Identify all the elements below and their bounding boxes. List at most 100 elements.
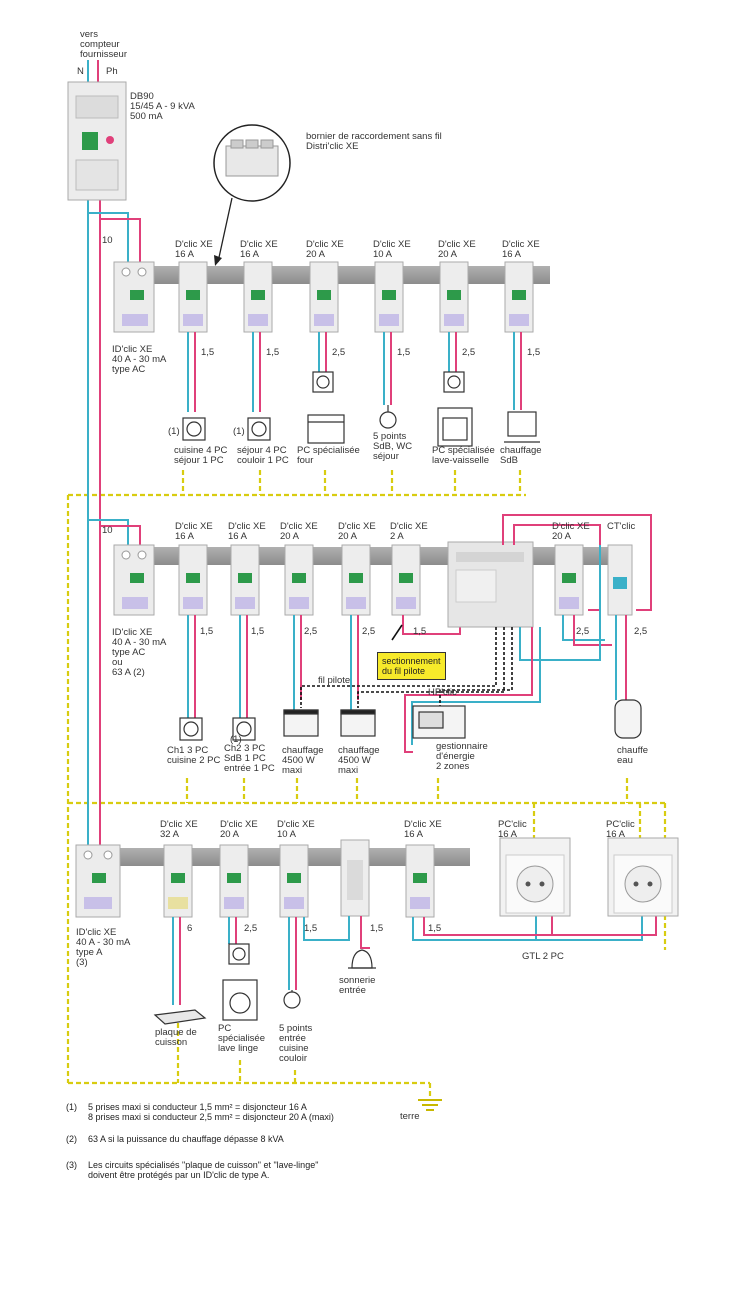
- row3-loads: [153, 943, 376, 1025]
- row1-wire-size: 2,5: [332, 347, 346, 358]
- energy-manager-label: gestionnaire d'énergie 2 zones: [436, 741, 488, 772]
- row1-wire-size: 1,5: [397, 347, 411, 358]
- row1-breaker: [374, 261, 404, 405]
- row2-load-label: chauffage 4500 W maxi: [338, 745, 380, 776]
- row1-note-ref: (1): [233, 426, 245, 437]
- row1-breaker-label: D'clic XE 16 A: [240, 239, 278, 260]
- washing-machine-icon: [222, 979, 258, 1021]
- hob-icon: [153, 1009, 207, 1025]
- row1-load-label: séjour 4 PC couloir 1 PC: [237, 445, 289, 466]
- socket-icon: [443, 371, 465, 393]
- row1-breaker: [243, 261, 273, 412]
- row2-load-label: Ch1 3 PC cuisine 2 PC: [167, 745, 221, 766]
- earth-label: terre: [400, 1111, 420, 1122]
- row3-wire-size: 1,5: [304, 923, 318, 934]
- row2-wire-size: 1,5: [413, 626, 427, 637]
- row3-breaker: [163, 844, 193, 1005]
- row3-breaker-label: D'clic XE 10 A: [277, 819, 315, 840]
- main-breaker-label: DB90 15/45 A - 9 kVA 500 mA: [130, 91, 195, 122]
- radiator-icon: [283, 709, 319, 737]
- socket-icon: [179, 717, 203, 741]
- energy-manager-icon: [412, 705, 466, 739]
- row2-breaker-label: D'clic XE 20 A: [552, 521, 590, 542]
- socket-icon: [312, 371, 334, 393]
- row1-breaker-label: D'clic XE 10 A: [373, 239, 411, 260]
- row3-breaker-label: D'clic XE 32 A: [160, 819, 198, 840]
- pilot-wire-callout: sectionnement du fil pilote: [377, 652, 446, 680]
- row1-wire-size: 1,5: [527, 347, 541, 358]
- water-heater-icon: [614, 699, 642, 739]
- energy-module: [447, 541, 534, 628]
- row2-breaker: [178, 544, 208, 718]
- row1-load-label: cuisine 4 PC séjour 1 PC: [174, 445, 228, 466]
- row2-breaker: [391, 544, 461, 635]
- row1-breaker-label: D'clic XE 16 A: [175, 239, 213, 260]
- footnote-number: (3): [66, 1160, 77, 1170]
- row2-breaker: [341, 544, 371, 710]
- row1-load-label: 5 points SdB, WC séjour: [373, 431, 413, 462]
- row1-differential: [113, 261, 155, 333]
- feed-size-label: 10: [102, 525, 113, 536]
- row2-breaker: [284, 544, 314, 710]
- row1-wire-size: 1,5: [201, 347, 215, 358]
- row2-load-label: Ch2 3 PC SdB 1 PC entrée 1 PC: [224, 743, 275, 774]
- row2-control-wires: [404, 514, 652, 753]
- row1-breaker: [439, 261, 469, 372]
- row2-wire-size: 1,5: [200, 626, 214, 637]
- energy-manager-title: HP'clic: [428, 687, 457, 698]
- socket-group-label: GTL 2 PC: [522, 951, 564, 962]
- supply-wires: [87, 60, 141, 845]
- lamp-icon: [283, 990, 301, 1009]
- pcclic-socket: [607, 837, 679, 917]
- row3-wire-size: 6: [187, 923, 193, 934]
- row3-breakers: [163, 839, 657, 1005]
- row2-breaker: [554, 544, 584, 616]
- lamp-icon: [379, 405, 397, 429]
- row3-breaker-label: D'clic XE 20 A: [220, 819, 258, 840]
- earth-symbol: [418, 1099, 442, 1111]
- socket-icon: [232, 717, 256, 741]
- row2-wire-size: 2,5: [304, 626, 318, 637]
- row3-load-label: plaque de cuisson: [155, 1027, 197, 1048]
- row2-breaker-label: D'clic XE 16 A: [175, 521, 213, 542]
- row1-breaker-label: D'clic XE 16 A: [502, 239, 540, 260]
- row3-bell-transformer: [303, 839, 370, 949]
- row2-note-ref: (1): [230, 734, 242, 745]
- row2-breaker-label: D'clic XE 2 A: [390, 521, 428, 542]
- heater-icon: [504, 411, 540, 443]
- row3-breaker: [405, 844, 657, 941]
- row1-breaker: [504, 261, 534, 410]
- supply-label: vers compteur fournisseur: [80, 29, 127, 60]
- row3-wire-size: 2,5: [244, 923, 258, 934]
- oven-icon: [307, 414, 345, 444]
- phase-label: Ph: [106, 66, 118, 77]
- footnote-text: Les circuits spécialisés "plaque de cuis…: [88, 1160, 319, 1180]
- bell-icon: [348, 949, 376, 969]
- row1-breaker: [178, 261, 208, 412]
- row3-wire-size: 1,5: [370, 923, 384, 934]
- row1-breaker-label: D'clic XE 20 A: [438, 239, 476, 260]
- row2-breakers: [178, 541, 633, 718]
- row2-contactor: [607, 544, 633, 616]
- row2-wire-size: 2,5: [362, 626, 376, 637]
- row2-wire-size: 2,5: [634, 626, 648, 637]
- row1-loads: [182, 371, 540, 447]
- radiator-icon: [340, 709, 376, 737]
- row3-protector-label: ID'clic XE 40 A - 30 mA type A (3): [76, 927, 131, 968]
- footnote-number: (2): [66, 1134, 77, 1144]
- row1-load-label: PC spécialisée four: [297, 445, 360, 466]
- row1-protector-label: ID'clic XE 40 A - 30 mA type AC: [112, 344, 167, 375]
- neutral-label: N: [77, 66, 84, 77]
- fil-pilote-wires: [300, 624, 513, 708]
- row3-differential: [75, 844, 121, 918]
- row2-wire-size: 2,5: [576, 626, 590, 637]
- row3-load-label: 5 points entrée cuisine couloir: [279, 1023, 313, 1064]
- pcclic-label: PC'clic 16 A: [498, 819, 527, 840]
- row2-breaker-label: D'clic XE 16 A: [228, 521, 266, 542]
- terminal-block-inset: [213, 124, 291, 266]
- earth-bus: [66, 470, 667, 1100]
- pcclic-socket: [499, 837, 571, 917]
- row2-load-label: chauffe eau: [617, 745, 648, 766]
- row1-wire-size: 1,5: [266, 347, 280, 358]
- socket-icon: [247, 417, 271, 441]
